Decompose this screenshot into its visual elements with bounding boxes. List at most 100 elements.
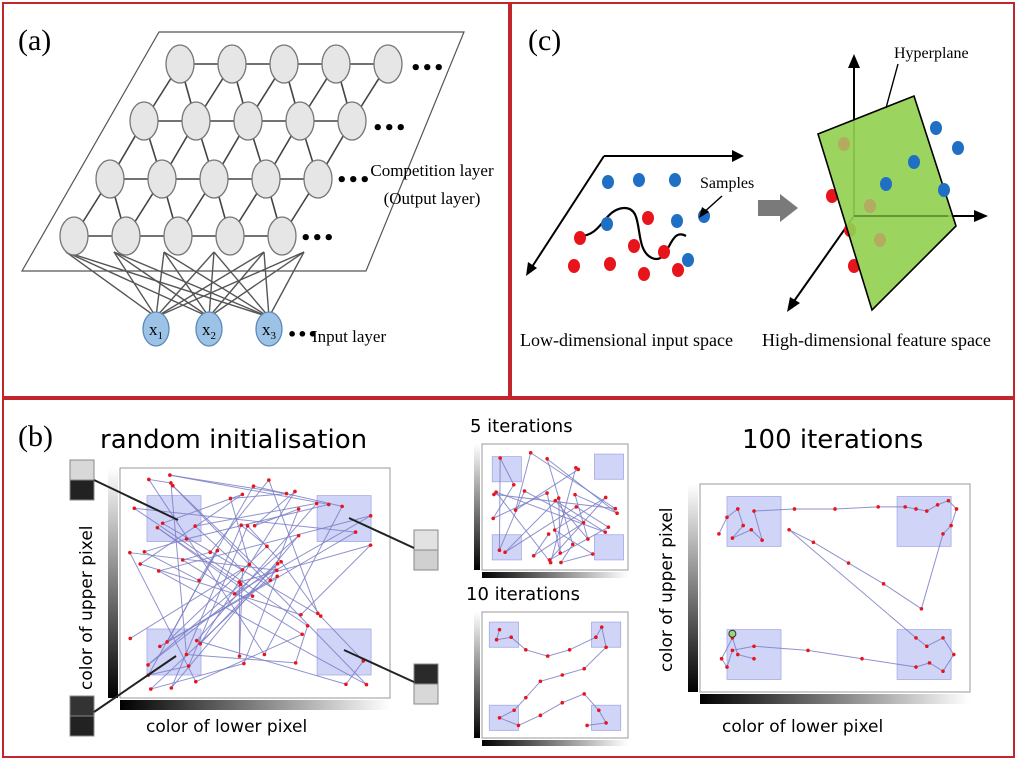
faded-red-sample bbox=[838, 137, 850, 151]
som-node bbox=[927, 661, 932, 665]
som-edge bbox=[942, 525, 952, 535]
som-node bbox=[752, 509, 756, 513]
som-edge bbox=[234, 535, 299, 595]
som-node bbox=[147, 477, 151, 482]
som-node bbox=[186, 664, 191, 668]
som-node bbox=[524, 648, 528, 652]
output-node bbox=[199, 159, 229, 199]
cluster-box bbox=[491, 534, 522, 561]
som-node bbox=[267, 478, 271, 482]
som-edge bbox=[144, 551, 200, 581]
som-node bbox=[138, 562, 142, 566]
som-node bbox=[925, 509, 929, 513]
som-edge bbox=[948, 500, 957, 510]
iter10-y-gradient bbox=[474, 612, 480, 738]
som-node bbox=[935, 503, 940, 507]
som-edge bbox=[554, 529, 594, 555]
hyperplane bbox=[817, 94, 957, 312]
som-edge bbox=[926, 504, 938, 512]
red-sample bbox=[568, 259, 580, 273]
som-node bbox=[949, 523, 953, 528]
random-init-x-gradient bbox=[120, 700, 390, 710]
som-edge bbox=[558, 498, 561, 554]
som-node bbox=[128, 636, 133, 641]
som-edge bbox=[186, 653, 296, 664]
low-dim-y-axis bbox=[529, 155, 605, 271]
som-edge bbox=[813, 541, 849, 564]
som-node bbox=[180, 558, 185, 562]
som-node bbox=[538, 679, 543, 684]
som-node bbox=[239, 523, 244, 527]
som-node bbox=[142, 549, 147, 554]
blue-sample bbox=[930, 121, 942, 135]
som-node bbox=[914, 665, 918, 669]
som-edge bbox=[533, 522, 584, 557]
som-node bbox=[603, 530, 608, 534]
som-edge bbox=[562, 668, 585, 676]
som-edge bbox=[300, 544, 371, 616]
input-ellipsis: ••• bbox=[287, 325, 318, 344]
som-edge bbox=[198, 485, 254, 581]
som-node bbox=[169, 686, 174, 690]
red-sample bbox=[826, 189, 838, 203]
som-node bbox=[919, 607, 924, 611]
som-edge bbox=[170, 482, 187, 655]
som-node bbox=[752, 656, 756, 661]
som-edge bbox=[345, 660, 364, 685]
som-edge bbox=[513, 697, 527, 711]
swatch-connector-bottom-right bbox=[343, 649, 415, 683]
som-node bbox=[925, 644, 929, 649]
som-edge bbox=[576, 506, 609, 528]
som-edge bbox=[134, 507, 308, 627]
input-node bbox=[195, 311, 223, 347]
panel-c-label: (c) bbox=[528, 24, 561, 57]
cluster-box bbox=[726, 629, 782, 680]
som-edge bbox=[182, 551, 211, 561]
som-node bbox=[860, 656, 864, 661]
som-node bbox=[567, 648, 572, 652]
som-node bbox=[193, 679, 198, 684]
swatch-connector-top-left bbox=[93, 479, 179, 521]
som-edge bbox=[209, 479, 270, 553]
som-node bbox=[522, 489, 527, 493]
som-node bbox=[300, 632, 304, 637]
som-edge bbox=[533, 533, 550, 557]
som-node bbox=[719, 656, 724, 661]
som-edge bbox=[247, 525, 282, 563]
red-sample bbox=[638, 267, 650, 281]
som-edge bbox=[937, 500, 949, 506]
som-node bbox=[590, 552, 595, 556]
som-edge bbox=[515, 468, 579, 511]
random-init-plot bbox=[128, 473, 373, 691]
input-connection bbox=[113, 251, 270, 318]
iter10-title: 10 iterations bbox=[466, 584, 580, 605]
input-connection bbox=[113, 251, 157, 318]
input-node bbox=[255, 311, 283, 347]
high-dim-y-axis bbox=[791, 215, 855, 305]
swatch-light-top-left bbox=[69, 459, 95, 501]
som-node bbox=[247, 562, 252, 567]
som-node bbox=[494, 637, 499, 642]
som-node bbox=[538, 713, 543, 718]
blue-sample bbox=[602, 175, 614, 189]
input-connection bbox=[155, 251, 215, 318]
som-edge bbox=[129, 552, 197, 682]
som-edge bbox=[905, 506, 917, 510]
som-node bbox=[585, 723, 589, 728]
som-node bbox=[846, 561, 851, 565]
som-node bbox=[368, 543, 373, 547]
som-edge bbox=[148, 665, 189, 676]
som-node bbox=[730, 536, 735, 540]
som-node bbox=[184, 537, 189, 541]
som-edge bbox=[134, 507, 356, 533]
som-edge bbox=[144, 538, 187, 553]
input-connection bbox=[65, 251, 157, 318]
som-edge bbox=[601, 627, 607, 648]
som-node bbox=[528, 450, 533, 455]
iter10-plot bbox=[488, 621, 622, 731]
random-init-title: random initialisation bbox=[100, 425, 367, 455]
high-dim-y-arrowhead bbox=[787, 297, 800, 312]
som-node bbox=[245, 524, 250, 528]
som-node bbox=[559, 560, 563, 565]
